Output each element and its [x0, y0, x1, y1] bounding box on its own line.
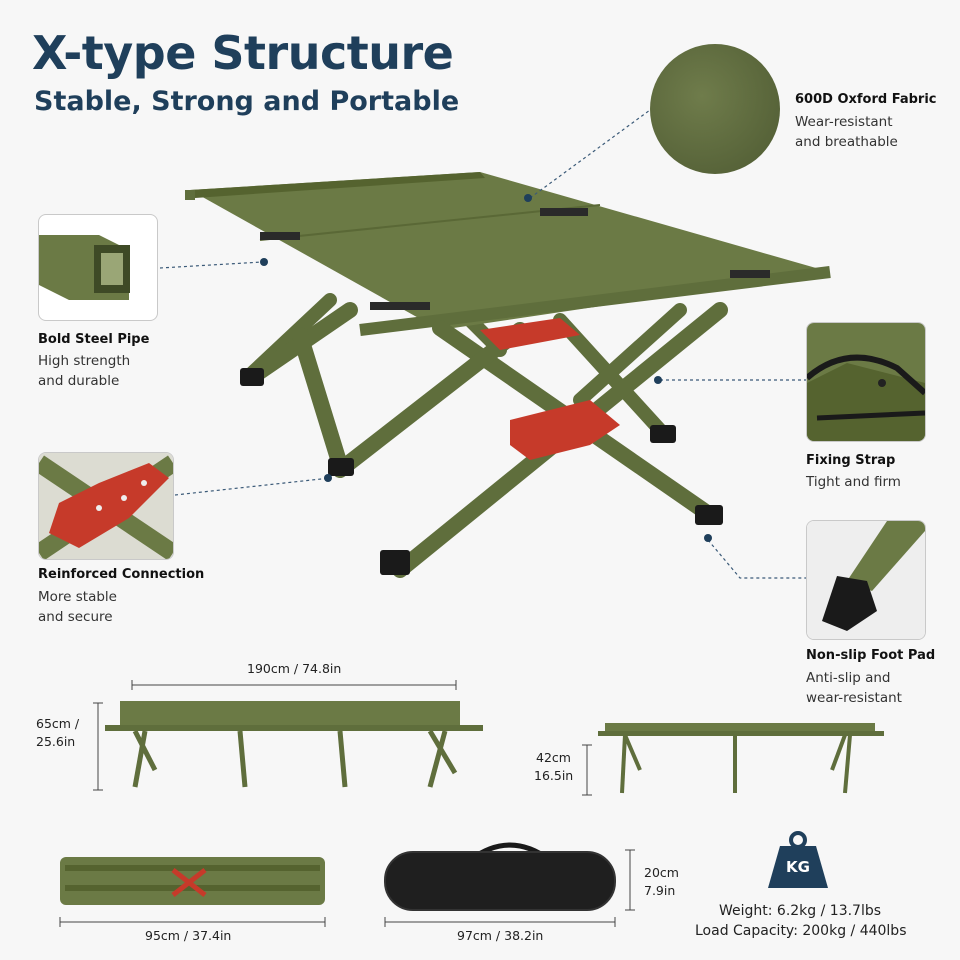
carry-bag: [384, 842, 635, 927]
load-capacity-text: Load Capacity: 200kg / 440lbs: [695, 923, 907, 939]
foot-pad-icon: [806, 520, 926, 640]
fabric-texture-icon: [650, 44, 780, 174]
cot-side-view-high: [93, 680, 483, 791]
dim-height-high-cm: 65cm /: [36, 716, 80, 731]
feature-strap-title: Fixing Strap: [806, 453, 896, 468]
cot-main-illustration: [185, 172, 831, 578]
feature-fabric-line2: and breathable: [795, 134, 898, 150]
weight-text: Weight: 6.2kg / 13.7lbs: [718, 903, 882, 919]
feature-strap-line1: Tight and firm: [806, 474, 901, 490]
weight-icon-label: KG: [786, 858, 810, 876]
dim-bag-height-in: 7.9in: [644, 883, 676, 898]
steel-pipe-icon: [38, 214, 158, 321]
feature-fabric-line1: Wear-resistant: [795, 114, 893, 130]
feature-joint-line1: More stable: [38, 589, 117, 605]
fixing-strap-icon: [806, 322, 926, 442]
page-title: X-type Structure: [32, 26, 454, 80]
feature-fabric-title: 600D Oxford Fabric: [795, 92, 937, 107]
feature-pipe-line2: and durable: [38, 373, 120, 389]
feature-foot-line1: Anti-slip and: [806, 670, 891, 686]
dim-bag-length: 97cm / 38.2in: [457, 928, 544, 943]
dim-length: 190cm / 74.8in: [247, 661, 342, 676]
cot-folded: [59, 857, 326, 927]
feature-pipe-title: Bold Steel Pipe: [38, 332, 150, 347]
dim-height-low-cm: 42cm: [536, 750, 571, 765]
feature-joint-line2: and secure: [38, 609, 113, 625]
foot-pads: [240, 368, 723, 575]
dim-bag-height-cm: 20cm: [644, 865, 679, 880]
feature-foot-line2: wear-resistant: [806, 690, 902, 706]
feature-pipe-line1: High strength: [38, 353, 131, 369]
dim-folded-length: 95cm / 37.4in: [145, 928, 232, 943]
reinforced-joint-icon: [38, 452, 174, 560]
dim-height-high-in: 25.6in: [36, 734, 76, 749]
page-subtitle: Stable, Strong and Portable: [34, 86, 460, 117]
weight-icon: KG: [766, 830, 830, 890]
reinforced-joint: [510, 400, 620, 460]
cot-side-view-low: [582, 723, 884, 796]
feature-joint-title: Reinforced Connection: [38, 567, 205, 582]
cot-straps: [260, 208, 770, 310]
feature-foot-title: Non-slip Foot Pad: [806, 648, 936, 663]
dim-height-low-in: 16.5in: [534, 768, 574, 783]
